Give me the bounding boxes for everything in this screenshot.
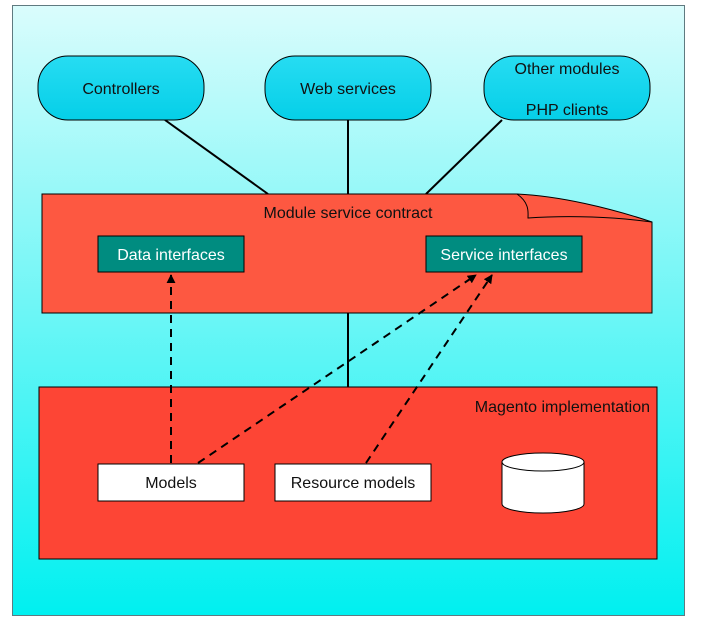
magento-implementation: Magento implementation Models Resource m… — [38, 386, 658, 560]
controllers-label: Controllers — [82, 81, 159, 98]
data-interfaces-label: Data interfaces — [117, 247, 225, 264]
module-service-contract: Module service contract Data interfaces … — [41, 193, 653, 314]
data-interfaces-box: Data interfaces — [97, 235, 245, 273]
client-web-services: Web services — [264, 55, 432, 121]
implementation-title: Magento implementation — [475, 399, 650, 416]
resource-models-box: Resource models — [274, 463, 432, 502]
models-label: Models — [145, 475, 197, 492]
folded-corner — [516, 193, 653, 223]
connector-other-modules — [425, 119, 503, 195]
web-services-label: Web services — [300, 81, 396, 98]
service-interfaces-box: Service interfaces — [425, 235, 583, 273]
arrow-resource-to-service-interfaces — [365, 274, 493, 464]
other-modules-label: Other modules — [515, 61, 620, 78]
connector-controllers — [164, 119, 269, 195]
resource-models-label: Resource models — [291, 475, 416, 492]
dashed-arrows — [166, 274, 493, 464]
client-controllers: Controllers — [37, 55, 205, 121]
service-interfaces-label: Service interfaces — [440, 247, 567, 264]
database-icon — [501, 452, 585, 514]
models-box: Models — [97, 463, 245, 502]
php-clients-label: PHP clients — [526, 102, 608, 119]
client-other-modules: Other modules PHP clients — [483, 55, 651, 121]
service-contract-title: Module service contract — [264, 205, 434, 222]
